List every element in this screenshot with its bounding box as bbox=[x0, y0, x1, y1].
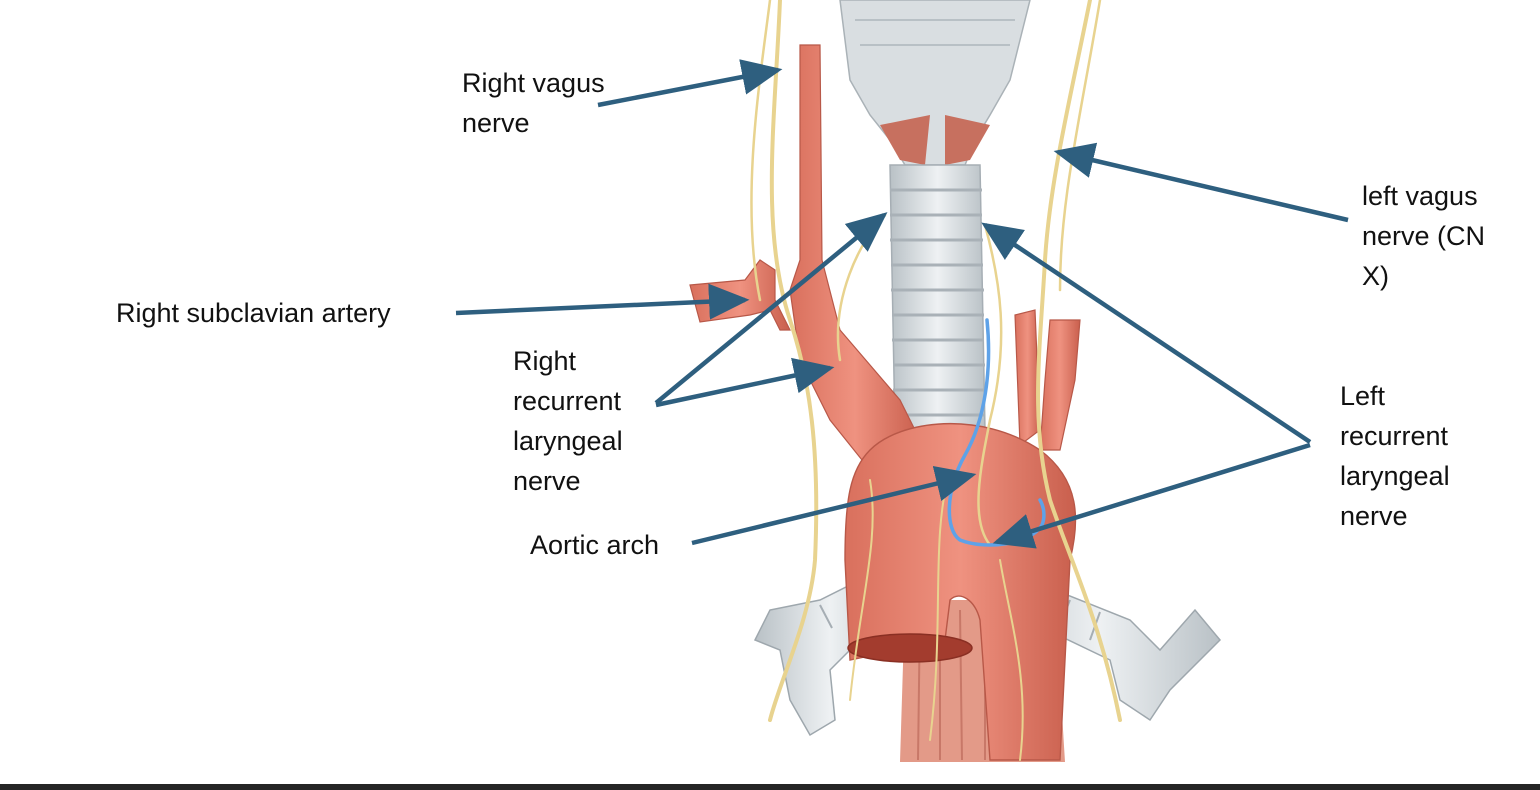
aortic-arch bbox=[844, 423, 1077, 761]
label-aortic-arch: Aortic arch bbox=[530, 530, 660, 560]
label-left-vagus: left vagus nerve (CN X) bbox=[1362, 181, 1486, 291]
trachea bbox=[889, 164, 986, 431]
arrow-left-vagus bbox=[1053, 142, 1349, 223]
label-right-vagus: Right vagus nerve bbox=[462, 68, 605, 138]
annotation-arrows bbox=[455, 59, 1349, 549]
label-right-recurrent: Right recurrent laryngeal nerve bbox=[513, 346, 623, 496]
left-recurrent-trace bbox=[947, 318, 1046, 547]
arrow-right-recurrent-lower bbox=[655, 357, 835, 408]
arrow-left-recurrent-lower bbox=[992, 442, 1311, 549]
larynx bbox=[839, 0, 1031, 166]
arrow-right-vagus bbox=[597, 59, 783, 108]
arrow-right-subclavian bbox=[455, 283, 750, 320]
label-right-subclavian: Right subclavian artery bbox=[116, 298, 391, 328]
right-subclavian-artery bbox=[689, 259, 791, 331]
label-left-recurrent: Left recurrent laryngeal nerve bbox=[1340, 381, 1450, 531]
bottom-bar bbox=[0, 784, 1540, 790]
arrow-right-recurrent-upper bbox=[654, 212, 888, 405]
nerves bbox=[750, 0, 1122, 761]
arrow-left-recurrent-upper bbox=[981, 222, 1312, 444]
left-carotid-subclavian bbox=[1014, 309, 1081, 451]
arrow-aortic-arch bbox=[691, 466, 977, 546]
